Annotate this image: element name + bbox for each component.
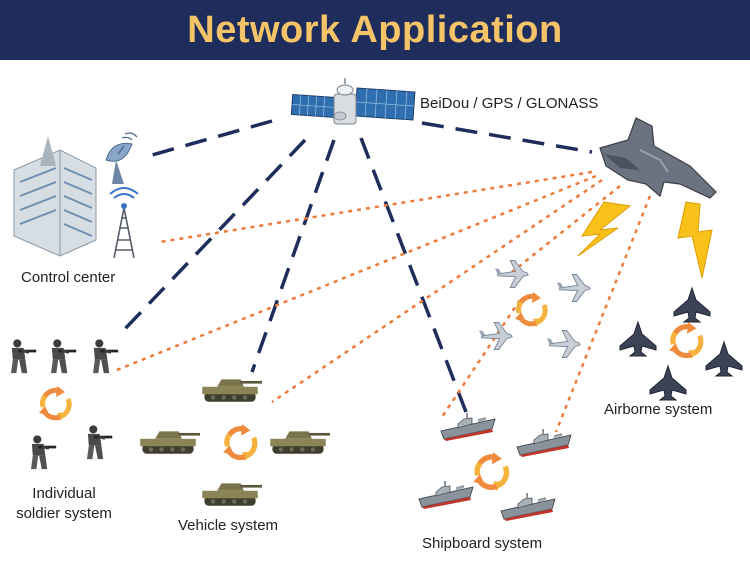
radio-tower-icon — [109, 187, 139, 259]
vehicle-system-label: Vehicle system — [178, 517, 279, 534]
soldier-system-label-line1: Individual — [32, 485, 96, 502]
control-center-label: Control center — [21, 269, 116, 286]
jet-icon — [546, 330, 581, 358]
link-satellite-vehicle — [250, 139, 336, 373]
network-diagram — [9, 78, 743, 522]
soldier-system-label: Individual soldier system — [8, 484, 120, 524]
cycle-arrows-icon — [669, 322, 701, 359]
tank-icon — [140, 431, 200, 454]
link-aircraft-ship — [554, 195, 652, 433]
ship-icon — [516, 428, 572, 458]
link-aircraft-soldier — [111, 174, 597, 374]
jet-icon — [556, 274, 591, 302]
soldier-icon — [91, 338, 120, 374]
soldier-group — [9, 338, 120, 470]
vehicle-group — [140, 379, 330, 506]
lightning-icon — [677, 201, 713, 279]
cycle-arrows-icon — [515, 292, 545, 327]
cycle-arrows-icon — [223, 424, 255, 461]
soldier-icon — [85, 424, 114, 460]
satellite-icon — [290, 78, 416, 125]
tank-icon — [270, 431, 330, 454]
jet-icon — [478, 322, 513, 350]
ship-icon — [418, 480, 474, 510]
link-aircraft-vehicle — [271, 178, 603, 404]
lightning-icon — [577, 201, 632, 257]
cycle-arrows-icon — [39, 386, 69, 421]
link-aircraft-air-group — [511, 185, 621, 273]
fighter-icon — [705, 341, 743, 377]
ship-group — [418, 412, 572, 522]
fighter-icon — [619, 321, 657, 357]
title-banner: Network Application — [0, 0, 750, 60]
airborne-group — [619, 287, 743, 401]
link-satellite-control — [144, 119, 273, 159]
building-icon — [13, 136, 97, 257]
aircraft-links — [111, 170, 652, 433]
shipboard-system-label: Shipboard system — [422, 535, 543, 552]
ship-icon — [440, 412, 496, 442]
soldier-icon — [49, 338, 78, 374]
cycle-arrows-icon — [473, 452, 506, 491]
satellite-dish-icon — [105, 132, 138, 184]
link-satellite-aircraft — [421, 121, 593, 154]
link-satellite-soldier — [120, 138, 307, 334]
ship-icon — [500, 492, 556, 522]
satellite-label: BeiDou / GPS / GLONASS — [420, 95, 599, 112]
jet-icon — [494, 260, 529, 288]
fighter-icon — [649, 365, 687, 401]
tank-icon — [202, 379, 262, 402]
fighter-jet-icon — [599, 117, 717, 199]
soldier-system-label-line2: soldier system — [16, 505, 112, 522]
fighter-icon — [673, 287, 711, 323]
tank-icon — [202, 483, 262, 506]
link-air-group-ship — [438, 299, 522, 421]
link-satellite-ship — [359, 137, 468, 413]
page-title: Network Application — [187, 8, 563, 51]
satellite-links — [120, 119, 593, 413]
link-aircraft-control — [159, 170, 593, 244]
airborne-system-label: Airborne system — [604, 401, 713, 418]
soldier-icon — [9, 338, 38, 374]
light-jet-group — [478, 260, 591, 358]
soldier-icon — [29, 434, 58, 470]
